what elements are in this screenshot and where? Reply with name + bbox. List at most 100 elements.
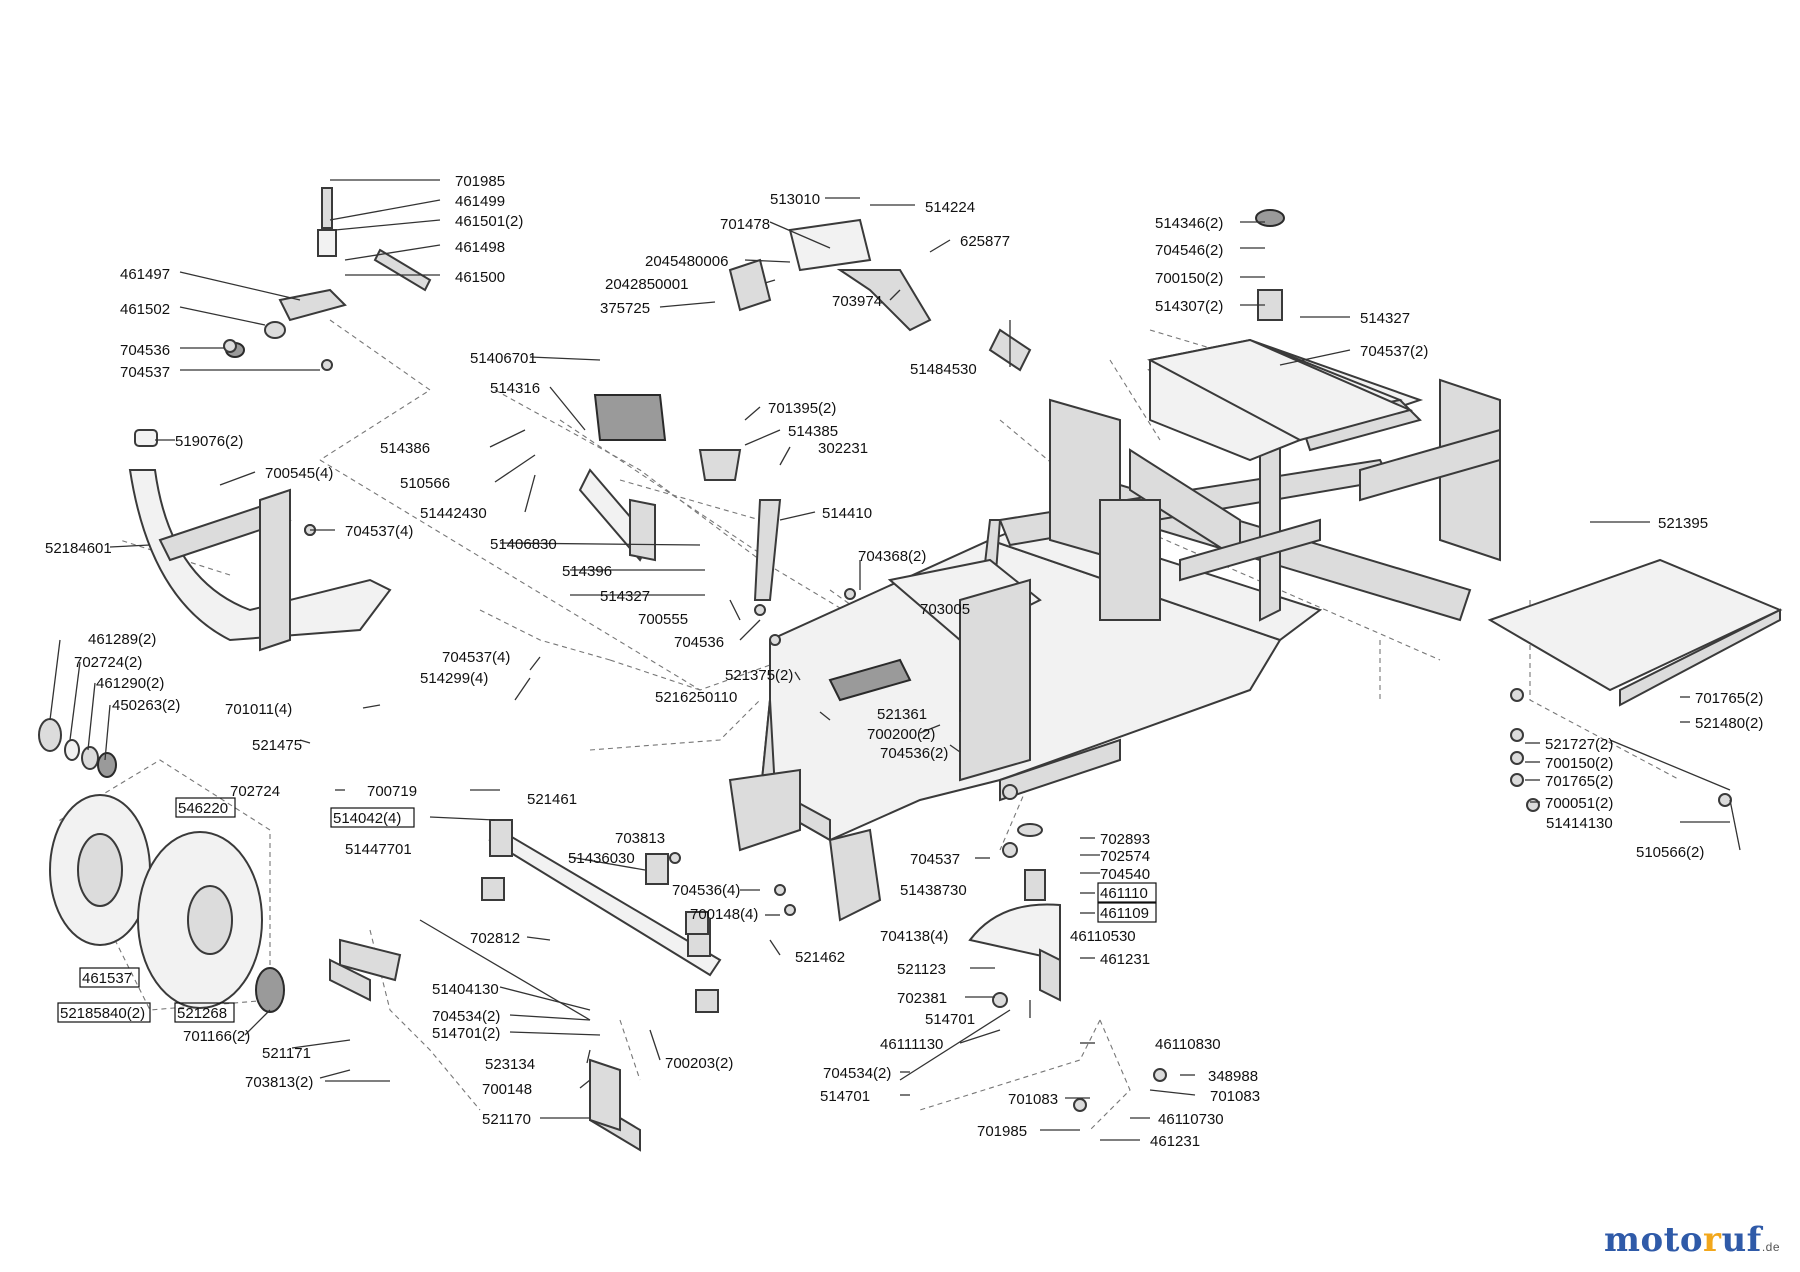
part-label: 701478	[720, 216, 770, 233]
part-label: 461500	[455, 269, 505, 286]
part-label: 704534(2)	[432, 1008, 500, 1025]
part-label: 5216250110	[655, 689, 737, 706]
part-label: 521123	[897, 961, 946, 978]
part-label: 704138(4)	[880, 928, 948, 945]
part-label: 703974	[832, 293, 882, 310]
part-label: 514701	[820, 1088, 870, 1105]
part-label: 703005	[920, 601, 970, 618]
part-label: 514346(2)	[1155, 215, 1223, 232]
part-label: 51447701	[345, 841, 412, 858]
part-label: 51484530	[910, 361, 977, 378]
part-label: 461497	[120, 266, 170, 283]
part-label-box	[1097, 882, 1157, 903]
part-label: 523134	[485, 1056, 535, 1073]
part-label: 702812	[470, 930, 520, 947]
part-label: 519076(2)	[175, 433, 243, 450]
part-label: 51406701	[470, 350, 537, 367]
part-label: 701985	[977, 1123, 1027, 1140]
part-label-box	[79, 967, 140, 988]
part-label: 51414130	[1546, 815, 1613, 832]
part-label: 704540	[1100, 866, 1150, 883]
part-label: 302231	[818, 440, 868, 457]
top-left-subassembly	[225, 187, 432, 358]
part-label: 700719	[367, 783, 417, 800]
part-label: 513010	[770, 191, 820, 208]
part-label: 51406830	[490, 536, 557, 553]
part-label: 701985	[455, 173, 505, 190]
brand-logo-part2: r	[1703, 1220, 1722, 1260]
wheel-bearings	[38, 718, 117, 778]
part-label: 46110730	[1158, 1111, 1224, 1128]
part-label: 701765(2)	[1545, 773, 1613, 790]
part-label: 461499	[455, 193, 505, 210]
part-label: 514701	[925, 1011, 975, 1028]
part-label: 702381	[897, 990, 947, 1007]
part-label: 702724	[230, 783, 280, 800]
part-label: 521395	[1658, 515, 1708, 532]
part-label: 514316	[490, 380, 540, 397]
part-label: 521268	[177, 1005, 227, 1022]
part-label: 700203(2)	[665, 1055, 733, 1072]
brand-logo-part3: uf	[1721, 1220, 1762, 1260]
part-label: 46110830	[1155, 1036, 1221, 1053]
seat-plate	[1487, 558, 1783, 791]
part-label: 514327	[600, 588, 650, 605]
part-label: 514396	[562, 563, 612, 580]
part-label: 514224	[925, 199, 975, 216]
part-label: 702724(2)	[74, 654, 142, 671]
part-label: 461109	[1100, 905, 1149, 922]
part-label: 52184601	[45, 540, 112, 557]
part-label: 701083	[1210, 1088, 1260, 1105]
part-label: 700150(2)	[1545, 755, 1613, 772]
part-label: 461501(2)	[455, 213, 523, 230]
part-label: 521462	[795, 949, 845, 966]
part-label: 704546(2)	[1155, 242, 1223, 259]
part-label: 700051(2)	[1545, 795, 1613, 812]
part-label: 703813(2)	[245, 1074, 313, 1091]
part-label: 701011(4)	[225, 701, 292, 718]
brand-logo-part1: moto	[1603, 1220, 1704, 1260]
part-label: 461502	[120, 301, 170, 318]
part-label: 700555	[638, 611, 688, 628]
part-label: 514386	[380, 440, 430, 457]
part-label: 51404130	[432, 981, 499, 998]
part-label: 46111130	[880, 1036, 943, 1053]
part-label: 461498	[455, 239, 505, 256]
front-wheel-right	[137, 831, 285, 1013]
lift-lever	[728, 218, 1032, 372]
part-label: 2045480006	[645, 253, 728, 270]
part-label: 514327	[1360, 310, 1410, 327]
part-label-box	[175, 797, 236, 818]
small-hardware	[223, 339, 1732, 1112]
part-label: 701765(2)	[1695, 690, 1763, 707]
part-label: 521375(2)	[725, 667, 793, 684]
part-label: 514042(4)	[333, 810, 401, 827]
part-label: 521171	[262, 1045, 311, 1062]
part-label: 700200(2)	[867, 726, 935, 743]
part-label: 704537(4)	[345, 523, 413, 540]
main-frame-chassis	[728, 338, 1501, 922]
part-label: 514701(2)	[432, 1025, 500, 1042]
part-label: 348988	[1208, 1068, 1258, 1085]
part-label: 51436030	[568, 850, 635, 867]
part-label: 510566	[400, 475, 450, 492]
part-label: 510566(2)	[1636, 844, 1704, 861]
front-wheel-left	[49, 794, 151, 946]
part-label: 701083	[1008, 1091, 1058, 1108]
steering-linkage	[329, 919, 1011, 1152]
part-label: 521727(2)	[1545, 736, 1613, 753]
part-label-box	[57, 1002, 151, 1023]
part-label: 704536(4)	[672, 882, 740, 899]
part-label: 700150(2)	[1155, 270, 1223, 287]
brake-pedal	[578, 394, 667, 562]
part-label: 514299(4)	[420, 670, 488, 687]
part-label: 461289(2)	[88, 631, 156, 648]
part-label: 701395(2)	[768, 400, 836, 417]
front-bumper	[128, 429, 392, 652]
part-label: 375725	[600, 300, 650, 317]
part-label-box	[330, 807, 415, 828]
part-label: 704534(2)	[823, 1065, 891, 1082]
part-label: 521170	[482, 1111, 531, 1128]
part-label: 521461	[527, 791, 577, 808]
